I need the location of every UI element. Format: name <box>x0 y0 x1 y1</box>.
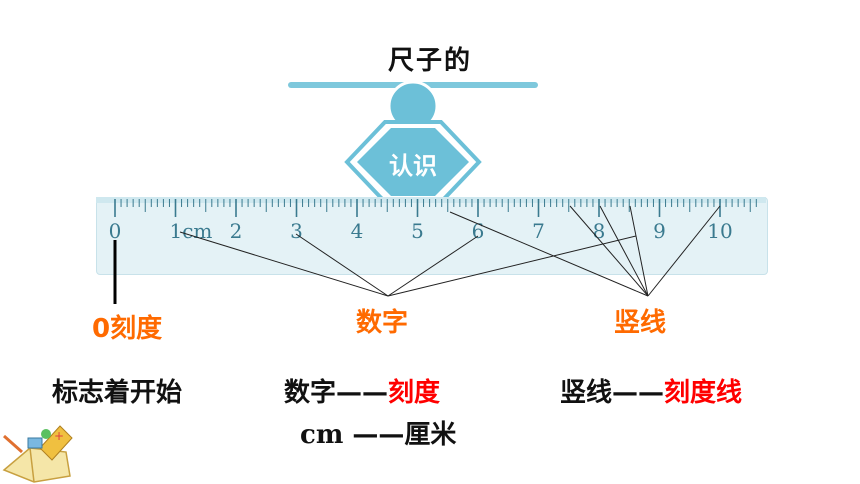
book-icon <box>2 447 71 483</box>
ruler-number: 1cm <box>170 219 213 243</box>
pointer-line <box>449 211 649 297</box>
pointer-lines <box>179 205 721 297</box>
pointer-line <box>179 231 389 297</box>
dash-3: —— <box>612 378 665 408</box>
pointer-line <box>387 235 637 297</box>
digits-term: 数字 <box>284 378 337 408</box>
pointer-line <box>569 205 649 297</box>
dash-2: —— <box>352 420 405 450</box>
calculator-icon <box>27 437 43 449</box>
dash-1: —— <box>336 378 389 408</box>
vertical-lines-label: 竖线 <box>614 308 667 338</box>
digits-meaning: 刻度 <box>388 378 441 408</box>
cm-term: cm <box>300 420 344 450</box>
lines-explanation: 竖线——刻度线 <box>560 372 742 409</box>
digits-explanation: 数字——刻度 <box>284 372 440 409</box>
ruler-number: 9 <box>653 219 666 243</box>
ruler-number: 10 <box>707 219 732 243</box>
ruler-number: 7 <box>532 219 545 243</box>
lines-term: 竖线 <box>560 378 613 408</box>
zero-description: 标志着开始 <box>52 378 183 408</box>
zero-scale-label: 0刻度 <box>92 314 163 344</box>
ruler-ticks <box>114 199 757 217</box>
ruler-number: 5 <box>411 219 424 243</box>
shapes-icon: + <box>41 429 64 443</box>
badge-text: 认识 <box>389 152 437 180</box>
svg-text:+: + <box>54 429 64 443</box>
ruler-edge <box>96 197 766 203</box>
ruler-number: 2 <box>230 219 243 243</box>
lines-meaning: 刻度线 <box>664 378 743 408</box>
ruler-number: 0 <box>109 219 122 243</box>
cm-explanation: cm ——厘米 <box>300 414 456 451</box>
ruler-body <box>96 197 768 275</box>
ruler-icon <box>39 425 73 461</box>
cm-meaning: 厘米 <box>404 420 457 450</box>
ruler-number: 8 <box>593 219 606 243</box>
pointer-line <box>387 235 479 297</box>
pointer-line <box>599 205 649 297</box>
pointer-line <box>629 205 649 297</box>
digits-label: 数字 <box>356 308 409 338</box>
page-title: 尺子的 <box>387 46 472 76</box>
pointer-line <box>295 233 389 297</box>
pointer-line <box>647 205 721 297</box>
pencil-icon <box>3 434 23 454</box>
ruler-number: 4 <box>351 219 364 243</box>
